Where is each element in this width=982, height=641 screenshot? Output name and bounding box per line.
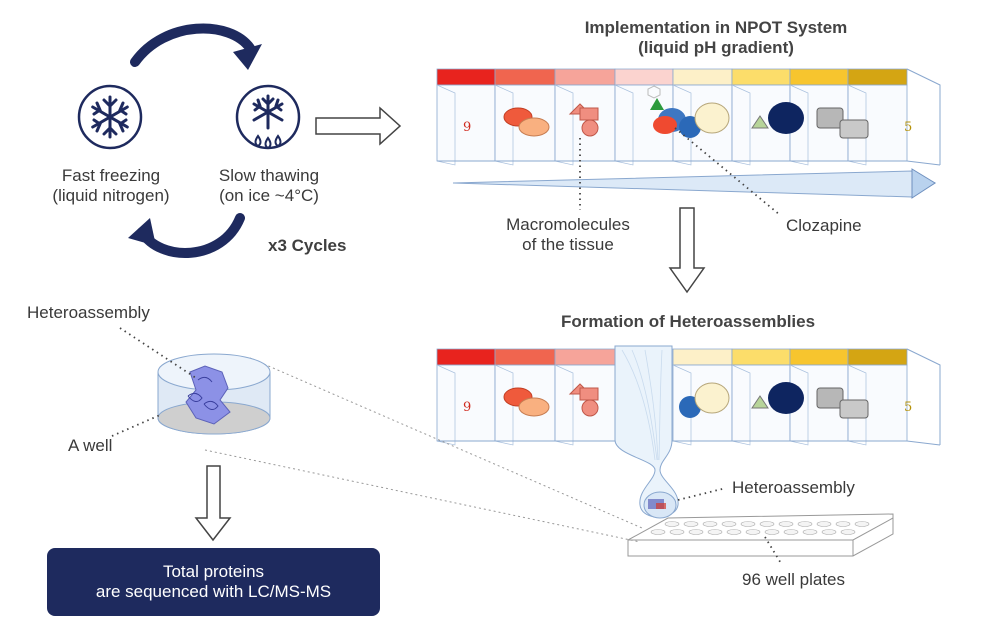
plate-well (688, 529, 704, 535)
npot-base (437, 160, 941, 166)
plate-well (816, 521, 832, 527)
heteroassembly-drop (643, 491, 677, 519)
plate-well (683, 521, 699, 527)
npot-divider-1 (436, 84, 456, 166)
formation-compartment-top-2 (494, 348, 556, 366)
plate-well (664, 521, 680, 527)
macromolecules-top (503, 85, 869, 139)
npot-strip-top (436, 68, 941, 166)
plate-well (802, 529, 818, 535)
ph-low-bottom: 5 (904, 400, 912, 415)
plate-well (783, 529, 799, 535)
plate-wells (650, 521, 870, 535)
ph-high-bottom: 9 (463, 400, 471, 415)
plate-well (854, 521, 870, 527)
npot-compartment-top-2 (494, 68, 556, 86)
formation-divider-1 (436, 364, 456, 446)
npot-divider-2 (494, 84, 514, 166)
plate-well (835, 521, 851, 527)
pointer-heteroassembly-drop (677, 487, 727, 501)
npot-compartment-top-8 (847, 68, 908, 86)
formation-strip (436, 348, 941, 446)
formation-endwall (906, 348, 941, 445)
pointer-clozapine (674, 127, 781, 216)
arrow-down-to-result (194, 465, 232, 542)
macromolecules-bottom (503, 382, 869, 419)
a-well-label: A well (68, 436, 113, 455)
npot-divider-4 (614, 84, 634, 166)
plates-label: 96 well plates (742, 570, 846, 589)
funnel (614, 345, 679, 518)
plate-well (778, 521, 794, 527)
plate-well (726, 529, 742, 535)
formation-divider-7 (789, 364, 809, 446)
ph-high-top: 9 (463, 120, 471, 135)
formation-divider-6 (731, 364, 751, 446)
formation-compartment-top-7 (789, 348, 849, 366)
arrow-right-to-npot (315, 106, 402, 146)
snowflake-freeze-icon (77, 84, 143, 150)
plate-well (797, 521, 813, 527)
formation-compartment-top-3 (554, 348, 616, 366)
result-box: Total proteins are sequenced with LC/MS-… (47, 548, 380, 616)
macromolecules-label: Macromolecules of the tissue (506, 215, 630, 254)
npot-compartment-top-7 (789, 68, 849, 86)
npot-endwall (906, 68, 941, 165)
npot-compartment-top-4 (614, 68, 674, 86)
npot-divider-6 (731, 84, 751, 166)
pointer-a-well (111, 414, 161, 437)
ph-gradient-wedge (452, 168, 937, 199)
npot-divider-7 (789, 84, 809, 166)
slow-thawing-label: Slow thawing (on ice ~4°C) (218, 166, 320, 205)
well-heteroassembly-label: Heteroassembly (27, 303, 150, 322)
clozapine-label: Clozapine (786, 216, 862, 235)
formation-divider-2 (494, 364, 514, 446)
plate-well (707, 529, 723, 535)
formation-title: Formation of Heteroassemblies (560, 312, 816, 331)
fast-freezing-label: Fast freezing (liquid nitrogen) (52, 166, 170, 205)
cycle-arrow-bottom (128, 213, 245, 258)
arrow-down-to-formation (668, 207, 706, 294)
ph-low-top: 5 (904, 120, 912, 135)
plate-well (759, 521, 775, 527)
heteroassembly-cluster (185, 365, 231, 425)
plate-well (650, 529, 666, 535)
formation-compartment-top-1 (436, 348, 496, 366)
snowflake-thaw-icon (235, 84, 301, 150)
plate-well (840, 529, 856, 535)
plate-well (721, 521, 737, 527)
plate-well (740, 521, 756, 527)
npot-divider-3 (554, 84, 574, 166)
plate-well (669, 529, 685, 535)
npot-compartment-top-6 (731, 68, 791, 86)
heteroassembly-plate-label: Heteroassembly (732, 478, 855, 497)
npot-compartment-top-5 (672, 68, 733, 86)
formation-compartment-top-8 (847, 348, 908, 366)
formation-compartment-top-5 (672, 348, 733, 366)
guide-line-upper (249, 357, 643, 529)
npot-compartment-top-3 (554, 68, 616, 86)
cycle-arrow-top (130, 23, 262, 70)
plate-well (702, 521, 718, 527)
guide-line-lower (204, 449, 641, 543)
plate-well (764, 529, 780, 535)
formation-base (437, 440, 941, 446)
well-plate (627, 513, 894, 557)
formation-divider-3 (554, 364, 574, 446)
cycles-label: x3 Cycles (268, 236, 347, 255)
npot-title: Implementation in NPOT System (liquid pH… (584, 18, 848, 57)
plate-well (745, 529, 761, 535)
plate-well (821, 529, 837, 535)
formation-compartment-top-6 (731, 348, 791, 366)
npot-compartment-top-1 (436, 68, 496, 86)
pointer-well-heteroassembly (119, 327, 197, 379)
